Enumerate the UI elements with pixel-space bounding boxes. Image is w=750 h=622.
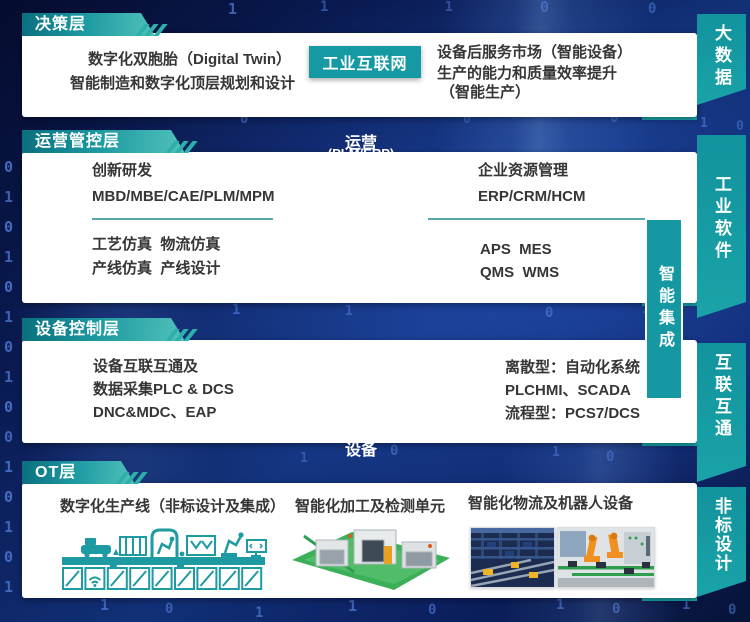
band-operation: [22, 152, 697, 303]
tab-ot-layer: OT层: [22, 461, 135, 484]
divider: [428, 218, 658, 220]
smart-integration-box: 智能集成: [645, 218, 683, 400]
decision-line: 设备后服务市场（智能设备）: [437, 44, 633, 61]
side-tab-interconnection: 互联互通: [697, 343, 746, 482]
device-line: DNC&MDC、EAP: [93, 404, 217, 421]
production-line-illustration: [62, 528, 267, 590]
hatch-marks-icon: [165, 329, 198, 341]
robot-equipment-photo: [557, 527, 655, 588]
operation-line: 产线仿真 产线设计: [92, 260, 221, 277]
band-device-control: [22, 340, 697, 443]
device-line: 设备互联互通及: [93, 358, 199, 375]
side-tab-big-data: 大数据: [697, 14, 746, 105]
decision-line: 数字化双胞胎（Digital Twin）: [88, 51, 292, 68]
hatch-marks-icon: [115, 472, 148, 484]
tab-device-control-layer: 设备控制层: [22, 318, 185, 341]
divider: [92, 218, 273, 220]
operation-line: 工艺仿真 物流仿真: [92, 236, 221, 253]
decision-line: 生产的能力和质量效率提升: [437, 65, 618, 82]
band-accent: [642, 440, 697, 446]
ot-column-title: 数字化生产线（非标设计及集成）: [60, 498, 286, 515]
operation-line: MBD/MBE/CAE/PLM/MPM: [92, 188, 275, 205]
side-tab-nonstandard-design: 非标设计: [697, 487, 746, 597]
pyramid-sublabel: (PLM/ERP): [327, 146, 395, 161]
hatch-marks-icon: [165, 141, 198, 153]
operation-line: ERP/CRM/HCM: [478, 188, 586, 205]
decision-line: 智能制造和数字化顶层规划和设计: [70, 75, 296, 92]
conveyor-bar: [62, 557, 265, 565]
ot-column-title: 智能化物流及机器人设备: [468, 495, 634, 512]
cell-squares: [62, 565, 263, 590]
operation-line: APS MES: [480, 241, 552, 258]
device-line: 离散型：自动化系统: [505, 359, 641, 376]
pyramid-label: 运营: [344, 135, 378, 152]
hatch-marks-icon: [135, 24, 168, 36]
pyramid-label: 生产: [344, 231, 378, 250]
side-tab-industrial-software: 工业软件: [697, 135, 746, 318]
industrial-internet-badge: 工业互联网: [309, 46, 421, 78]
smart-warehouse-photo: [470, 527, 555, 588]
band-accent: [642, 595, 697, 601]
pyramid-label: 控制系统: [328, 347, 394, 364]
pyramid-sublabel: HMI / SCADA: [314, 359, 408, 376]
band-accent: [642, 114, 697, 120]
operation-line: QMS WMS: [480, 264, 560, 281]
pyramid-label: 设备: [344, 442, 378, 459]
machining-unit-photo: [292, 529, 450, 590]
device-line: 流程型：PCS7/DCS: [505, 405, 641, 422]
pyramid-sublabel: (MOM): [337, 245, 385, 262]
operation-line: 创新研发: [92, 162, 153, 179]
decision-line: （智能生产）: [440, 84, 531, 101]
ot-column-title: 智能化加工及检测单元: [295, 498, 446, 515]
device-line: PLCHMI、SCADA: [505, 382, 631, 399]
operation-line: 企业资源管理: [478, 162, 569, 179]
device-line: 数据采集PLC & DCS: [93, 381, 234, 398]
tab-decision-layer: 决策层: [22, 13, 155, 36]
tab-operation-layer: 运营管控层: [22, 130, 185, 153]
